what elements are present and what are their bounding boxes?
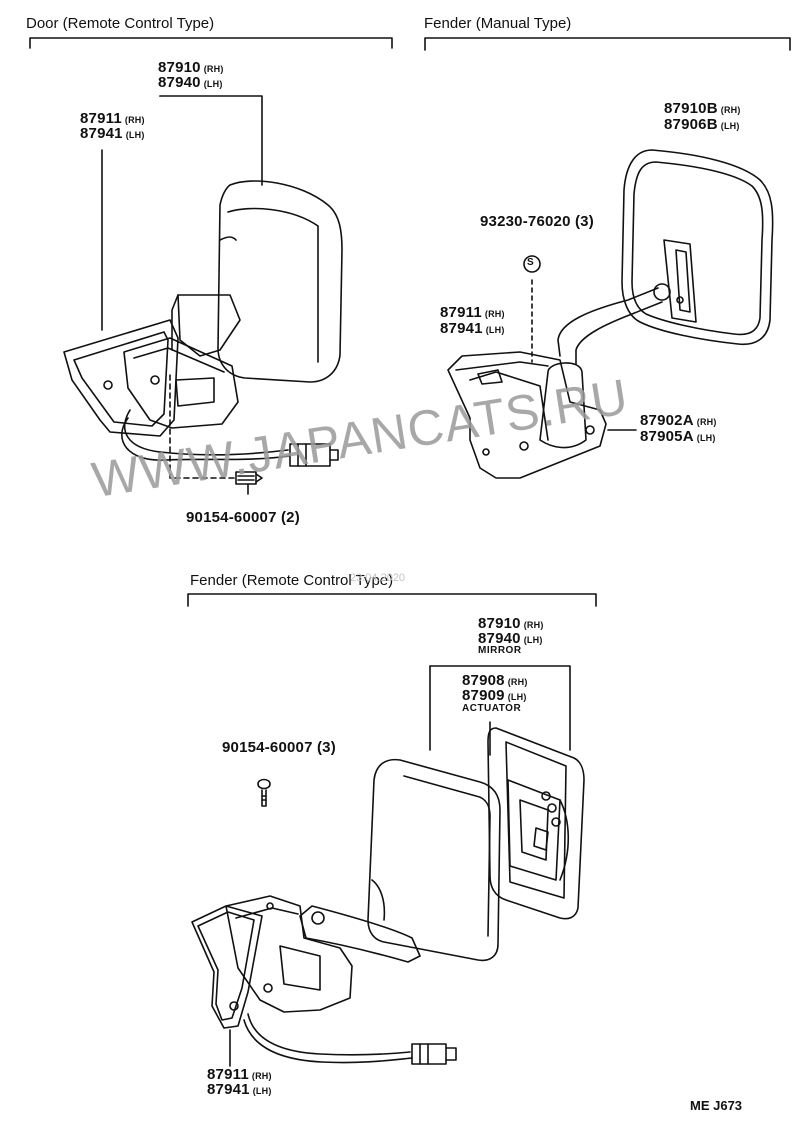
part-label-90154-60007-2: 90154-60007 (2) [186, 509, 300, 526]
section-title-fender-manual: Fender (Manual Type) [424, 15, 572, 32]
part-label-87911: 87911(RH) [80, 110, 145, 127]
part-label-87940-fender: 87940(LH) [478, 630, 543, 647]
section-title-fender-remote: Fender (Remote Control Type) [190, 572, 394, 589]
part-label-87941-manual: 87941(LH) [440, 320, 505, 337]
part-label-87902A: 87902A(RH) [640, 412, 717, 429]
fender-manual-mirror-assembly [447, 149, 774, 479]
fender-remote-bracket [187, 593, 597, 607]
part-label-87940: 87940(LH) [158, 74, 223, 91]
part-label-87908: 87908(RH) [462, 672, 528, 689]
part-label-87909: 87909(LH) [462, 687, 527, 704]
part-label-87910: 87910(RH) [158, 59, 224, 76]
door-remote-mirror-assembly [63, 95, 343, 495]
part-label-87941-fender: 87941(LH) [207, 1081, 272, 1098]
watermark-date: 23.04.2020 [350, 572, 406, 584]
part-label-87911-fender: 87911(RH) [207, 1066, 272, 1083]
door-remote-bracket [29, 37, 393, 49]
part-label-87910B: 87910B(RH) [664, 100, 741, 117]
section-title-door-remote: Door (Remote Control Type) [26, 15, 215, 32]
part-label-90154-60007-3: 90154-60007 (3) [222, 739, 336, 756]
diagram-code: ME J673 [690, 1098, 743, 1113]
actuator-caption: ACTUATOR [462, 703, 522, 714]
screw-s-symbol: S [527, 257, 534, 268]
fender-remote-mirror-assembly [191, 665, 585, 1067]
part-label-87905A: 87905A(LH) [640, 428, 716, 445]
part-label-87910-fender: 87910(RH) [478, 615, 544, 632]
part-label-87906B: 87906B(LH) [664, 116, 740, 133]
fender-manual-bracket [424, 37, 791, 51]
part-label-87911-manual: 87911(RH) [440, 304, 505, 321]
mirror-caption: MIRROR [478, 645, 522, 656]
part-label-87941: 87941(LH) [80, 125, 145, 142]
part-label-93230-76020: 93230-76020 (3) [480, 213, 594, 230]
